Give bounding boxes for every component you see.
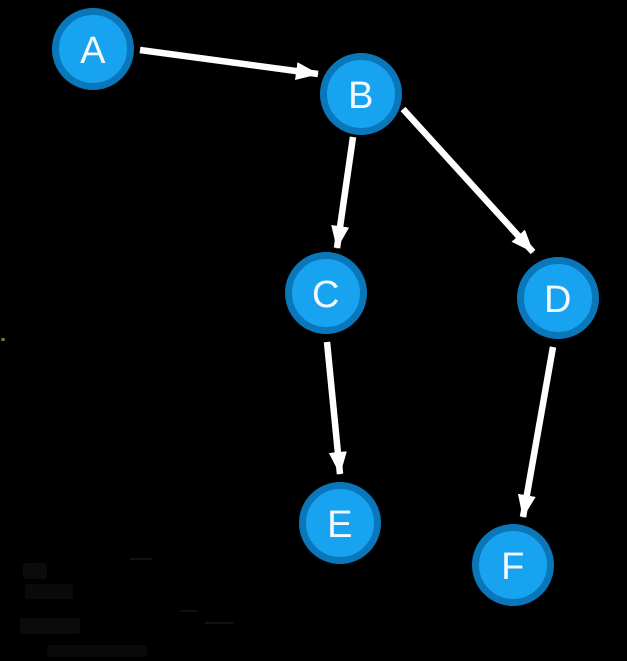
- node-A-circle: [52, 8, 134, 90]
- node-F-label: F: [501, 546, 525, 588]
- node-C-label: C: [312, 274, 340, 316]
- edge-A-B-arrow: [139, 46, 319, 80]
- node-E-label: E: [327, 504, 353, 546]
- edge-D-F-arrow: [517, 346, 557, 518]
- node-F-circle: [472, 524, 554, 606]
- node-E: E: [299, 482, 381, 564]
- node-A-label: A: [80, 30, 106, 72]
- edge-B-D-arrow: [400, 106, 536, 255]
- node-B-label: B: [348, 75, 374, 117]
- edge-C-E-arrow: [323, 341, 347, 475]
- node-D: D: [517, 257, 599, 339]
- node-C: C: [285, 252, 367, 334]
- node-B-circle: [320, 53, 402, 135]
- node-B: B: [320, 53, 402, 135]
- edge-B-C-arrow: [331, 136, 357, 249]
- node-F: F: [472, 524, 554, 606]
- node-D-circle: [517, 257, 599, 339]
- node-E-circle: [299, 482, 381, 564]
- node-D-label: D: [544, 279, 572, 321]
- node-A: A: [52, 8, 134, 90]
- node-C-circle: [285, 252, 367, 334]
